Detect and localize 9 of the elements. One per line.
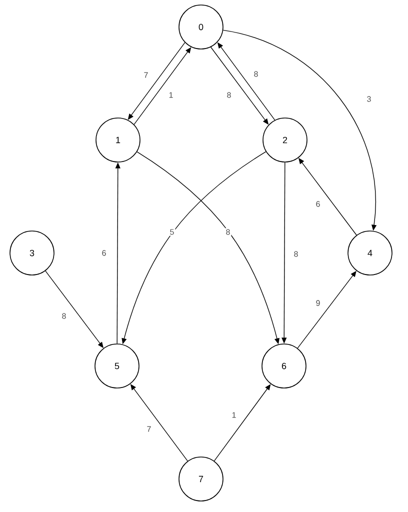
graph-node: 5 [94,344,140,388]
graph-node: 1 [96,118,140,162]
arrow [214,384,271,462]
graph-node: 0 [178,4,224,50]
graph-node: 2 [262,118,308,162]
graph-node: 6 [262,344,306,388]
graph-node: 7 [178,456,224,502]
graph-node: 4 [348,230,392,276]
graph-node: 3 [10,230,54,276]
